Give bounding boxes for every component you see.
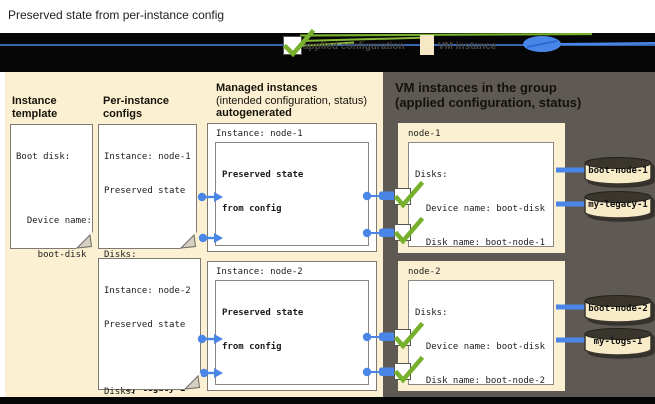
heading-instance-template: Instance template: [12, 95, 58, 120]
card-title: Instance: node-2: [216, 267, 303, 277]
applied-check-icon: [393, 216, 425, 245]
bottom-border-bar: [0, 397, 655, 404]
legend-instance-label: VM instance: [438, 41, 497, 52]
legend-decoration-lines: [0, 33, 655, 52]
legend-band: applied configuration VM instance: [0, 28, 655, 72]
card-title: Instance: node-1: [216, 129, 303, 139]
preserved-state-box: Preserved state from config Disks: Devic…: [215, 280, 369, 385]
instance-template-card: Boot disk: Device name: boot-disk: [10, 124, 93, 260]
per-instance-config-card-node-1: Instance: node-1 Preserved state Disks: …: [98, 124, 197, 394]
page-title: Preserved state from per-instance config: [8, 8, 225, 22]
disk-cylinder: [584, 295, 652, 323]
disk-cylinder: [584, 191, 652, 219]
disk-cylinder: [584, 328, 652, 356]
disk-cylinder: [584, 157, 652, 185]
disk-label: my-logs-1: [593, 337, 643, 347]
heading-per-instance-configs: Per-instance configs: [103, 95, 170, 120]
card-title: node-1: [408, 129, 441, 139]
per-instance-config-card-node-2: Instance: node-2 Preserved state Disks: …: [98, 258, 201, 397]
card-title: node-2: [408, 267, 441, 277]
disk-label: boot-node-1: [588, 166, 648, 176]
disk-label: my-legacy-1: [588, 200, 648, 210]
vm-config-box: Disks: Device name: boot-disk Disk name:…: [408, 280, 554, 386]
legend-instance-swatch: [420, 35, 434, 55]
managed-instance-card-node-1: Instance: node-1 Preserved state from co…: [207, 123, 377, 404]
vm-card-node-2: node-2 Disks: Device name: boot-disk Dis…: [398, 261, 565, 391]
managed-instance-card-node-2: Instance: node-2 Preserved state from co…: [207, 261, 377, 391]
legend-check-icon: [282, 28, 316, 58]
vm-config-box: Disks: Device name: boot-disk Disk name:…: [408, 142, 556, 404]
folded-corner-icon: [76, 232, 93, 249]
disk-label: boot-node-2: [588, 304, 648, 314]
heading-vm-instances: VM instances in the group (applied confi…: [395, 80, 582, 110]
legend-check-label: applied configuration: [303, 41, 405, 52]
folded-corner-icon: [180, 232, 197, 249]
applied-check-icon: [393, 321, 425, 350]
heading-managed-instances: Managed instances (intended configuratio…: [216, 82, 368, 119]
folded-corner-icon: [184, 373, 201, 390]
applied-check-icon: [393, 355, 425, 384]
applied-check-icon: [393, 180, 425, 209]
preserved-state-box: Preserved state from config Disks: Devic…: [215, 142, 369, 404]
